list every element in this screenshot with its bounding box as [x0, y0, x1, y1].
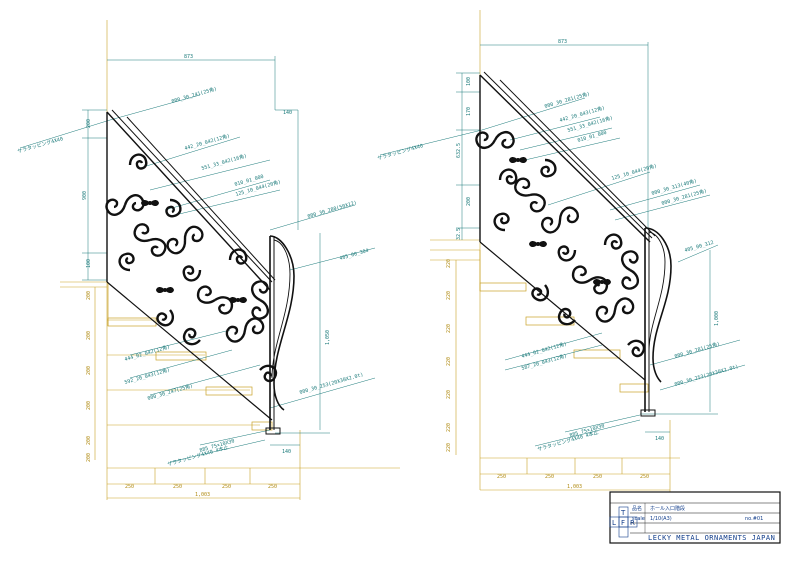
- right-dim-overall-width: 873: [558, 39, 567, 45]
- left-callout-post-top: 000_30_280(50X12): [307, 200, 358, 220]
- right-dim-base-width: 140: [655, 436, 664, 442]
- left-callout-scroll-b: 551_33_042(16角): [201, 152, 248, 172]
- right-scroll-ornament: [474, 126, 649, 360]
- left-dim-tread-4: 250: [268, 484, 277, 490]
- left-dim-tread-2: 250: [173, 484, 182, 490]
- title-block-row2-label: 品名: [632, 505, 642, 512]
- right-dim-tread-2: 250: [545, 474, 554, 480]
- grid-letter-r: R: [630, 519, 635, 527]
- right-callout-scroll-d: 125_10_044(20角): [611, 162, 658, 182]
- left-dim-height-total: 900: [82, 191, 88, 200]
- left-callout-low-b: 592_20_043(12角): [124, 366, 171, 386]
- right-dim-tread-3: 250: [593, 474, 602, 480]
- right-dim-riser-1: 220: [446, 259, 452, 268]
- left-dim-tread-1: 250: [125, 484, 134, 490]
- grid-letter-f: F: [621, 519, 625, 527]
- left-dim-top-gap: 140: [283, 110, 292, 116]
- grid-letter-t: T: [620, 509, 626, 517]
- left-callout-low-c: 000_30_247(25角): [147, 382, 194, 402]
- left-dim-bottom-total: 1,003: [195, 492, 210, 498]
- left-elevation: 873 140 900 200 100 1,050 140 200 200 20…: [17, 20, 400, 500]
- left-dim-riser-1: 200: [86, 331, 92, 340]
- left-dim-riser-3: 200: [86, 401, 92, 410]
- right-dim-bottom-total: 1,003: [567, 484, 582, 490]
- left-railing-frame: [106, 109, 295, 435]
- left-dim-post-height: 1,050: [325, 330, 331, 345]
- right-callout-handrail: 000_30_281(25角): [544, 90, 591, 110]
- left-dim-riser-2: 200: [86, 366, 92, 375]
- title-block-scale-value: 1/10(A3): [650, 516, 672, 522]
- right-callout-post-base: 000_30_253(20X30X2.0t): [674, 364, 739, 388]
- right-dim-h-e: 32.5: [456, 228, 462, 240]
- title-block-company: LECKY METAL ORNAMENTS JAPAN: [648, 534, 775, 542]
- right-dim-h-d: 200: [466, 197, 472, 206]
- right-dim-tread-1: 250: [497, 474, 506, 480]
- right-dim-riser-7: 220: [446, 443, 452, 452]
- left-dim-height-upper: 200: [86, 119, 92, 128]
- right-dim-h-a: 100: [466, 77, 472, 86]
- right-dim-riser-5: 220: [446, 390, 452, 399]
- right-stair-steps: [479, 250, 649, 393]
- left-callout-handrail: 000_30_241(25角): [171, 85, 218, 105]
- left-dim-height-lower: 100: [86, 259, 92, 268]
- left-dim-riser-4: 200: [86, 436, 92, 445]
- title-block-drawing-number: no.#01: [745, 516, 763, 522]
- right-dim-h-c: 632.5: [456, 143, 462, 158]
- right-callout-flat-bar: サラタッピング4X40: [377, 142, 424, 162]
- title-block: T L F R 品名 ホール入口階段 scale 1/10(A3) no.#01…: [609, 491, 781, 544]
- left-dimension-labels: 873 140 900 200 100 1,050 140 200 200 20…: [82, 54, 331, 498]
- left-dim-riser-5: 200: [86, 453, 92, 462]
- left-dim-overall-width: 873: [184, 54, 193, 60]
- grid-letter-l: L: [612, 519, 616, 527]
- left-dim-tread-3: 250: [222, 484, 231, 490]
- right-dim-tread-4: 250: [640, 474, 649, 480]
- left-part-callouts: 000_30_241(25角) サラタッピング4X40 442_20_042(1…: [17, 85, 370, 468]
- right-dim-riser-6: 220: [446, 423, 452, 432]
- left-dim-floor-left: 200: [86, 291, 92, 300]
- view-orientation-grid: [609, 506, 638, 538]
- left-callout-newel: 405_00_304: [339, 248, 370, 262]
- right-dim-riser-3: 220: [446, 324, 452, 333]
- left-callout-flat-bar: サラタッピング4X40: [17, 135, 64, 155]
- right-dimension-labels: 873 100 170 632.5 200 32.5 1,000 140 220…: [446, 39, 720, 490]
- left-dimension-lines: [19, 56, 376, 463]
- right-dim-post-height: 1,000: [714, 311, 720, 326]
- right-dimension-lines: [379, 42, 746, 447]
- right-elevation: 873 100 170 632.5 200 32.5 1,000 140 220…: [377, 10, 746, 492]
- right-dim-h-b: 170: [466, 107, 472, 116]
- left-stair-steps: [107, 282, 273, 431]
- left-dim-base-width: 140: [282, 449, 291, 455]
- title-block-product-name: ホール入口階段: [650, 505, 685, 512]
- right-railing-frame: [479, 71, 672, 417]
- right-dim-riser-2: 220: [446, 291, 452, 300]
- title-block-scale-label: scale: [632, 516, 645, 522]
- right-callout-post-mid: 000_30_281(25角): [674, 340, 721, 360]
- right-dim-riser-4: 220: [446, 357, 452, 366]
